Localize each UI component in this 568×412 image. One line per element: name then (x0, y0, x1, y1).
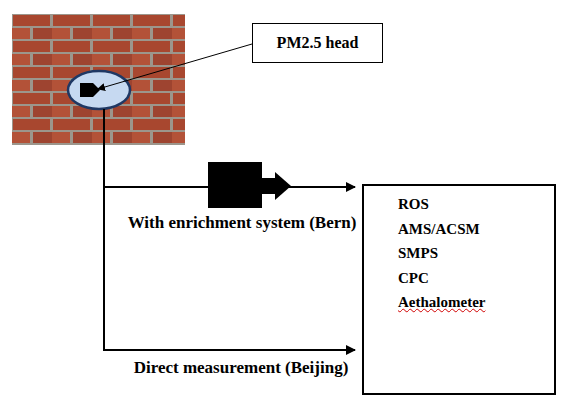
callout-box: PM2.5 head (252, 23, 383, 63)
instrument-name: AMS/ACSM (398, 217, 550, 242)
callout-text: PM2.5 head (259, 33, 376, 53)
instrument-name: ROS (398, 192, 550, 217)
brick-wall (12, 14, 185, 145)
instrument-box: ROSAMS/ACSMSMPSCPCAethalometer (362, 184, 556, 395)
leader-line (98, 44, 252, 89)
instrument-name: CPC (398, 266, 550, 291)
instrument-name: Aethalometer (398, 290, 550, 315)
sampling-ellipse (68, 71, 130, 109)
instrument-name: SMPS (398, 241, 550, 266)
route-label: With enrichment system (Bern) (122, 213, 362, 233)
route-label: Direct measurement (Beijing) (130, 358, 352, 378)
inlet-nozzle (80, 83, 100, 97)
enrichment-device (208, 162, 291, 208)
sample-line (103, 109, 105, 351)
direct-line (104, 349, 355, 351)
